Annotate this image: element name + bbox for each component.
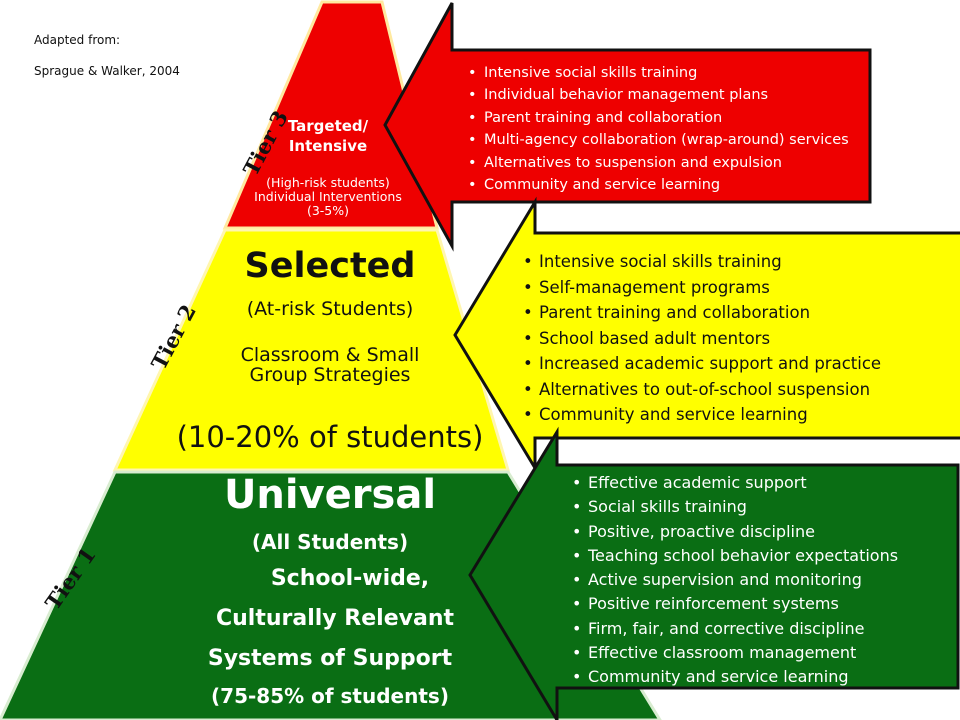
tier3-sub3: (3-5%) [306, 203, 350, 218]
list-item: Community and service learning [521, 402, 881, 428]
pyramid-tier3-red [222, 0, 439, 230]
pyramid-tier2-yellow [112, 228, 511, 472]
tier1-sub4: Systems of Support [207, 646, 453, 671]
tier2-sub3: Group Strategies [249, 364, 411, 386]
list-item: Active supervision and monitoring [570, 568, 898, 593]
tier2-sub2: Classroom & Small [240, 344, 420, 366]
attribution-line1: Adapted from: [34, 33, 121, 47]
list-item: Alternatives to suspension and expulsion [466, 152, 849, 175]
list-item: Effective classroom management [570, 641, 898, 666]
list-item: Community and service learning [570, 665, 898, 690]
list-item: Effective academic support [570, 471, 898, 496]
tier3-sub2: Individual Interventions [254, 189, 402, 204]
tier2-title: Selected [244, 246, 416, 286]
tier3-title-line1: Targeted/ [287, 117, 369, 135]
tier3-sub1: (High-risk students) [266, 175, 390, 190]
list-item: Intensive social skills training [521, 249, 881, 275]
tier1-sub1: (All Students) [251, 530, 409, 554]
tier1-title: Universal [223, 472, 437, 518]
tier2-sub1: (At-risk Students) [246, 298, 414, 320]
list-item: School based adult mentors [521, 326, 881, 352]
attribution-line2: Sprague & Walker, 2004 [34, 64, 180, 78]
list-item: Teaching school behavior expectations [570, 544, 898, 569]
list-item: Community and service learning [466, 174, 849, 197]
list-item: Positive, proactive discipline [570, 520, 898, 545]
tier1-interventions-list: Effective academic support Social skills… [570, 471, 898, 690]
list-item: Parent training and collaboration [466, 107, 849, 130]
list-item: Social skills training [570, 495, 898, 520]
list-item: Increased academic support and practice [521, 351, 881, 377]
tier2-interventions-list: Intensive social skills training Self-ma… [521, 249, 881, 428]
tier1-sub3: Culturally Relevant [216, 606, 454, 631]
tier3-title-line2: Intensive [288, 137, 368, 155]
list-item: Intensive social skills training [466, 62, 849, 85]
list-item: Parent training and collaboration [521, 300, 881, 326]
list-item: Multi-agency collaboration (wrap-around)… [466, 129, 849, 152]
list-item: Firm, fair, and corrective discipline [570, 617, 898, 642]
tier1-sub2: School-wide, [270, 566, 430, 591]
tier3-interventions-list: Intensive social skills training Individ… [466, 62, 849, 197]
list-item: Positive reinforcement systems [570, 592, 898, 617]
list-item: Individual behavior management plans [466, 84, 849, 107]
list-item: Self-management programs [521, 275, 881, 301]
tier1-percent: (75-85% of students) [211, 684, 449, 708]
tier2-percent: (10-20% of students) [176, 420, 484, 454]
list-item: Alternatives to out-of-school suspension [521, 377, 881, 403]
